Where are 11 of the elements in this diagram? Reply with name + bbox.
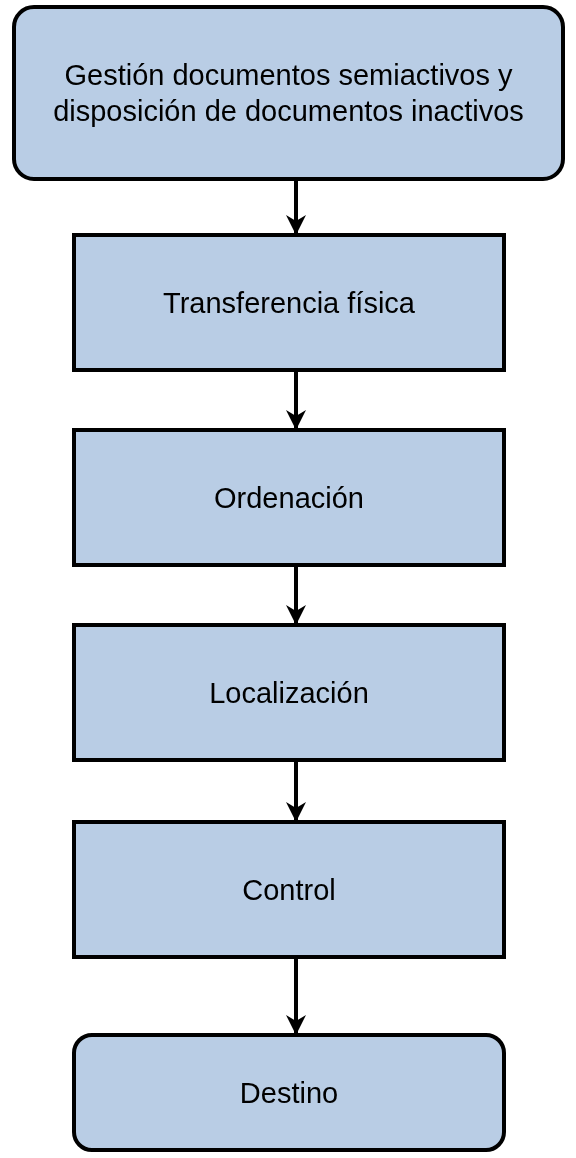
process-box: Transferencia física [72,233,506,372]
arrow [286,567,306,625]
arrow [286,181,306,235]
process-box: Control [72,820,506,959]
process-box: Localización [72,623,506,762]
process-box: Ordenación [72,428,506,567]
arrow [286,959,306,1035]
terminal-box: Gestión documentos semiactivos y disposición de documentos inactivos [12,5,565,181]
arrow [286,762,306,822]
arrow [286,372,306,430]
terminal-box: Destino [72,1033,506,1152]
